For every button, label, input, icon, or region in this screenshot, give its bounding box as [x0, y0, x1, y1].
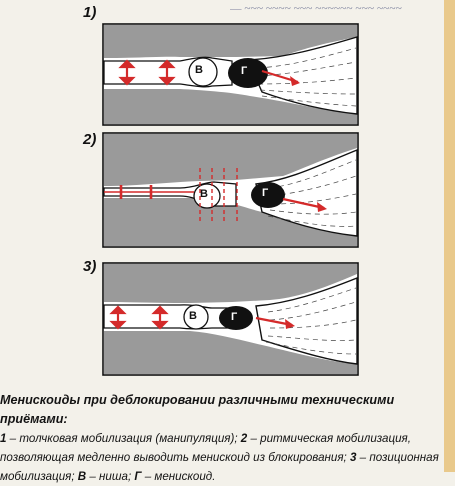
caption-line-2: позволяющая медленно выводить менискоид … — [0, 448, 452, 467]
caption-text-2b: – позиционная — [356, 451, 439, 464]
meniscoid-label-3: Г — [231, 311, 238, 323]
niche-label-1: В — [195, 64, 203, 76]
page-edge-strip — [444, 0, 455, 472]
diagram-panel-2 — [102, 132, 359, 248]
diagram-panel-1 — [102, 23, 359, 126]
caption-line-1: 1 – толчковая мобилизация (манипуляция);… — [0, 429, 452, 448]
caption-num-3: 3 — [350, 451, 357, 464]
caption-text-1b: – ритмическая мобилизация, — [247, 432, 411, 445]
panel-number-1: 1) — [83, 4, 97, 21]
meniscoid-label-1: Г — [241, 65, 248, 77]
caption-line-3: мобилизация; В – ниша; Г – менискоид. — [0, 467, 452, 486]
caption-text-1: – толчковая мобилизация (манипуляция); — [6, 432, 241, 445]
panel-number-2: 2) — [83, 131, 97, 148]
caption-text-2: позволяющая медленно выводить менискоид … — [0, 451, 350, 464]
niche-label-3: В — [189, 310, 197, 322]
panel-number-3: 3) — [83, 258, 97, 275]
bg-text-line: — ~~~ ~~~~ ~~~ ~~~~~~ ~~~ ~~~~ — [230, 3, 402, 15]
diagram-panel-3 — [102, 262, 359, 376]
meniscoid-label-2: Г — [262, 187, 269, 199]
caption-num-2: 2 — [240, 432, 248, 445]
niche-label-2: В — [200, 188, 208, 200]
figure-caption: Менискоиды при деблокировании различными… — [0, 391, 452, 486]
caption-num-1: 1 — [0, 432, 7, 445]
caption-title: Менискоиды при деблокировании различными… — [0, 393, 395, 426]
